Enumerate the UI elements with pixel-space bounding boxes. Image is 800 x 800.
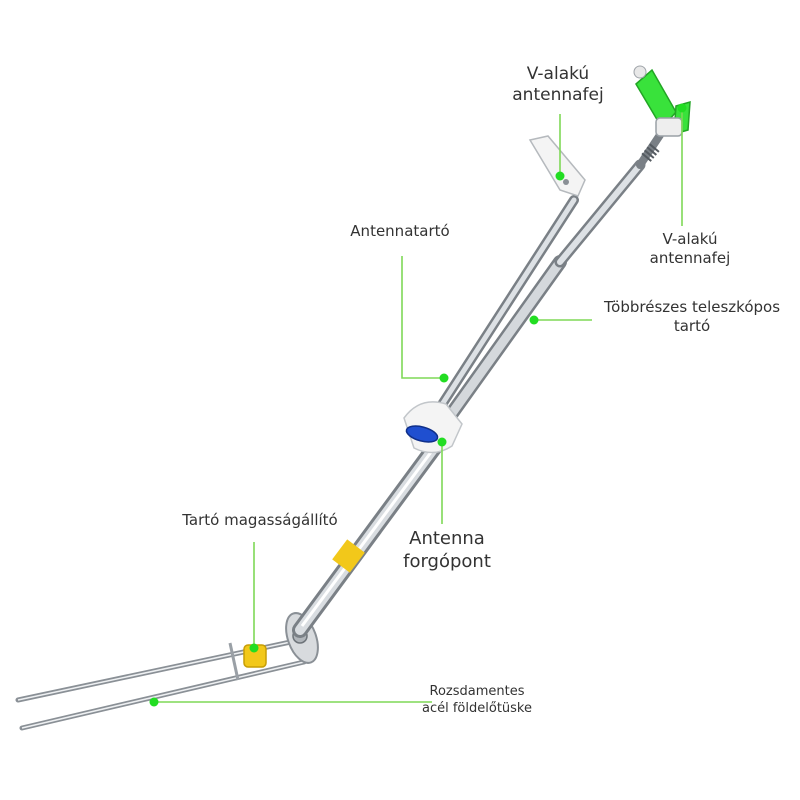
holder-v-head	[528, 135, 586, 197]
callout-line-holder	[401, 256, 444, 379]
label-height-adjuster: Tartó magasságállító	[160, 511, 360, 530]
callout-dot-v-head-top	[555, 171, 565, 181]
spring-joint	[641, 142, 661, 162]
label-antenna-holder: Antennatartó	[330, 222, 470, 241]
label-telescopic-line2: tartó	[673, 316, 711, 335]
callout-dot-height	[249, 643, 259, 653]
callout-dot-holder	[439, 373, 449, 383]
blue-knob	[405, 425, 439, 443]
callout-dot-v-head-right	[677, 103, 687, 113]
callout-dot-telescopic	[529, 315, 539, 325]
label-spike: Rozsdamentes acél földelőtüske	[402, 684, 552, 718]
callout-lines	[154, 108, 683, 703]
label-v-head-top: V-alakú antennafej	[496, 64, 620, 107]
label-v-head-right-line1: V-alakú	[662, 230, 718, 248]
label-antenna-pivot: Antenna forgópont	[392, 528, 502, 573]
main-tube	[292, 432, 448, 638]
label-v-head-top-line2: antennafej	[512, 85, 604, 106]
label-v-head-top-line1: V-alakú	[526, 64, 590, 84]
label-v-head-right-line2: antennafej	[649, 248, 731, 267]
label-antenna-pivot-line2: forgópont	[403, 550, 491, 572]
label-telescopic: Többrészes teleszkópos tartó	[592, 298, 792, 336]
yellow-ring	[332, 539, 365, 573]
label-spike-line2: acél földelőtüske	[422, 700, 532, 716]
label-v-head-right: V-alakú antennafej	[632, 230, 748, 268]
label-antenna-holder-text: Antennatartó	[350, 222, 450, 240]
callout-dots	[149, 103, 687, 707]
label-height-adjuster-text: Tartó magasságállító	[182, 511, 338, 529]
label-spike-line1: Rozsdamentes	[429, 684, 525, 699]
callout-dot-spike	[149, 697, 159, 707]
label-antenna-pivot-line1: Antenna	[409, 528, 485, 549]
antenna-holder-rod	[427, 195, 579, 425]
callout-dot-pivot	[437, 437, 447, 447]
telescopic-rod	[433, 131, 664, 437]
label-telescopic-line1: Többrészes teleszkópos	[603, 298, 781, 316]
